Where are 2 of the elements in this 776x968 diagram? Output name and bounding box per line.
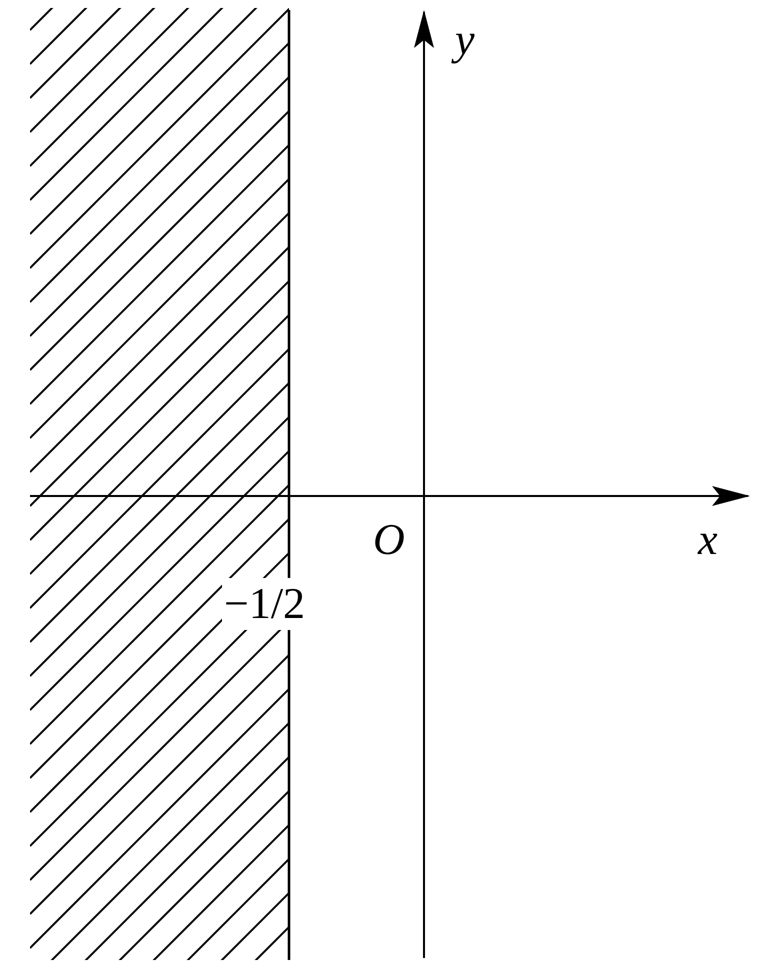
x-axis-label: x <box>698 518 718 562</box>
origin-label: O <box>373 518 405 562</box>
